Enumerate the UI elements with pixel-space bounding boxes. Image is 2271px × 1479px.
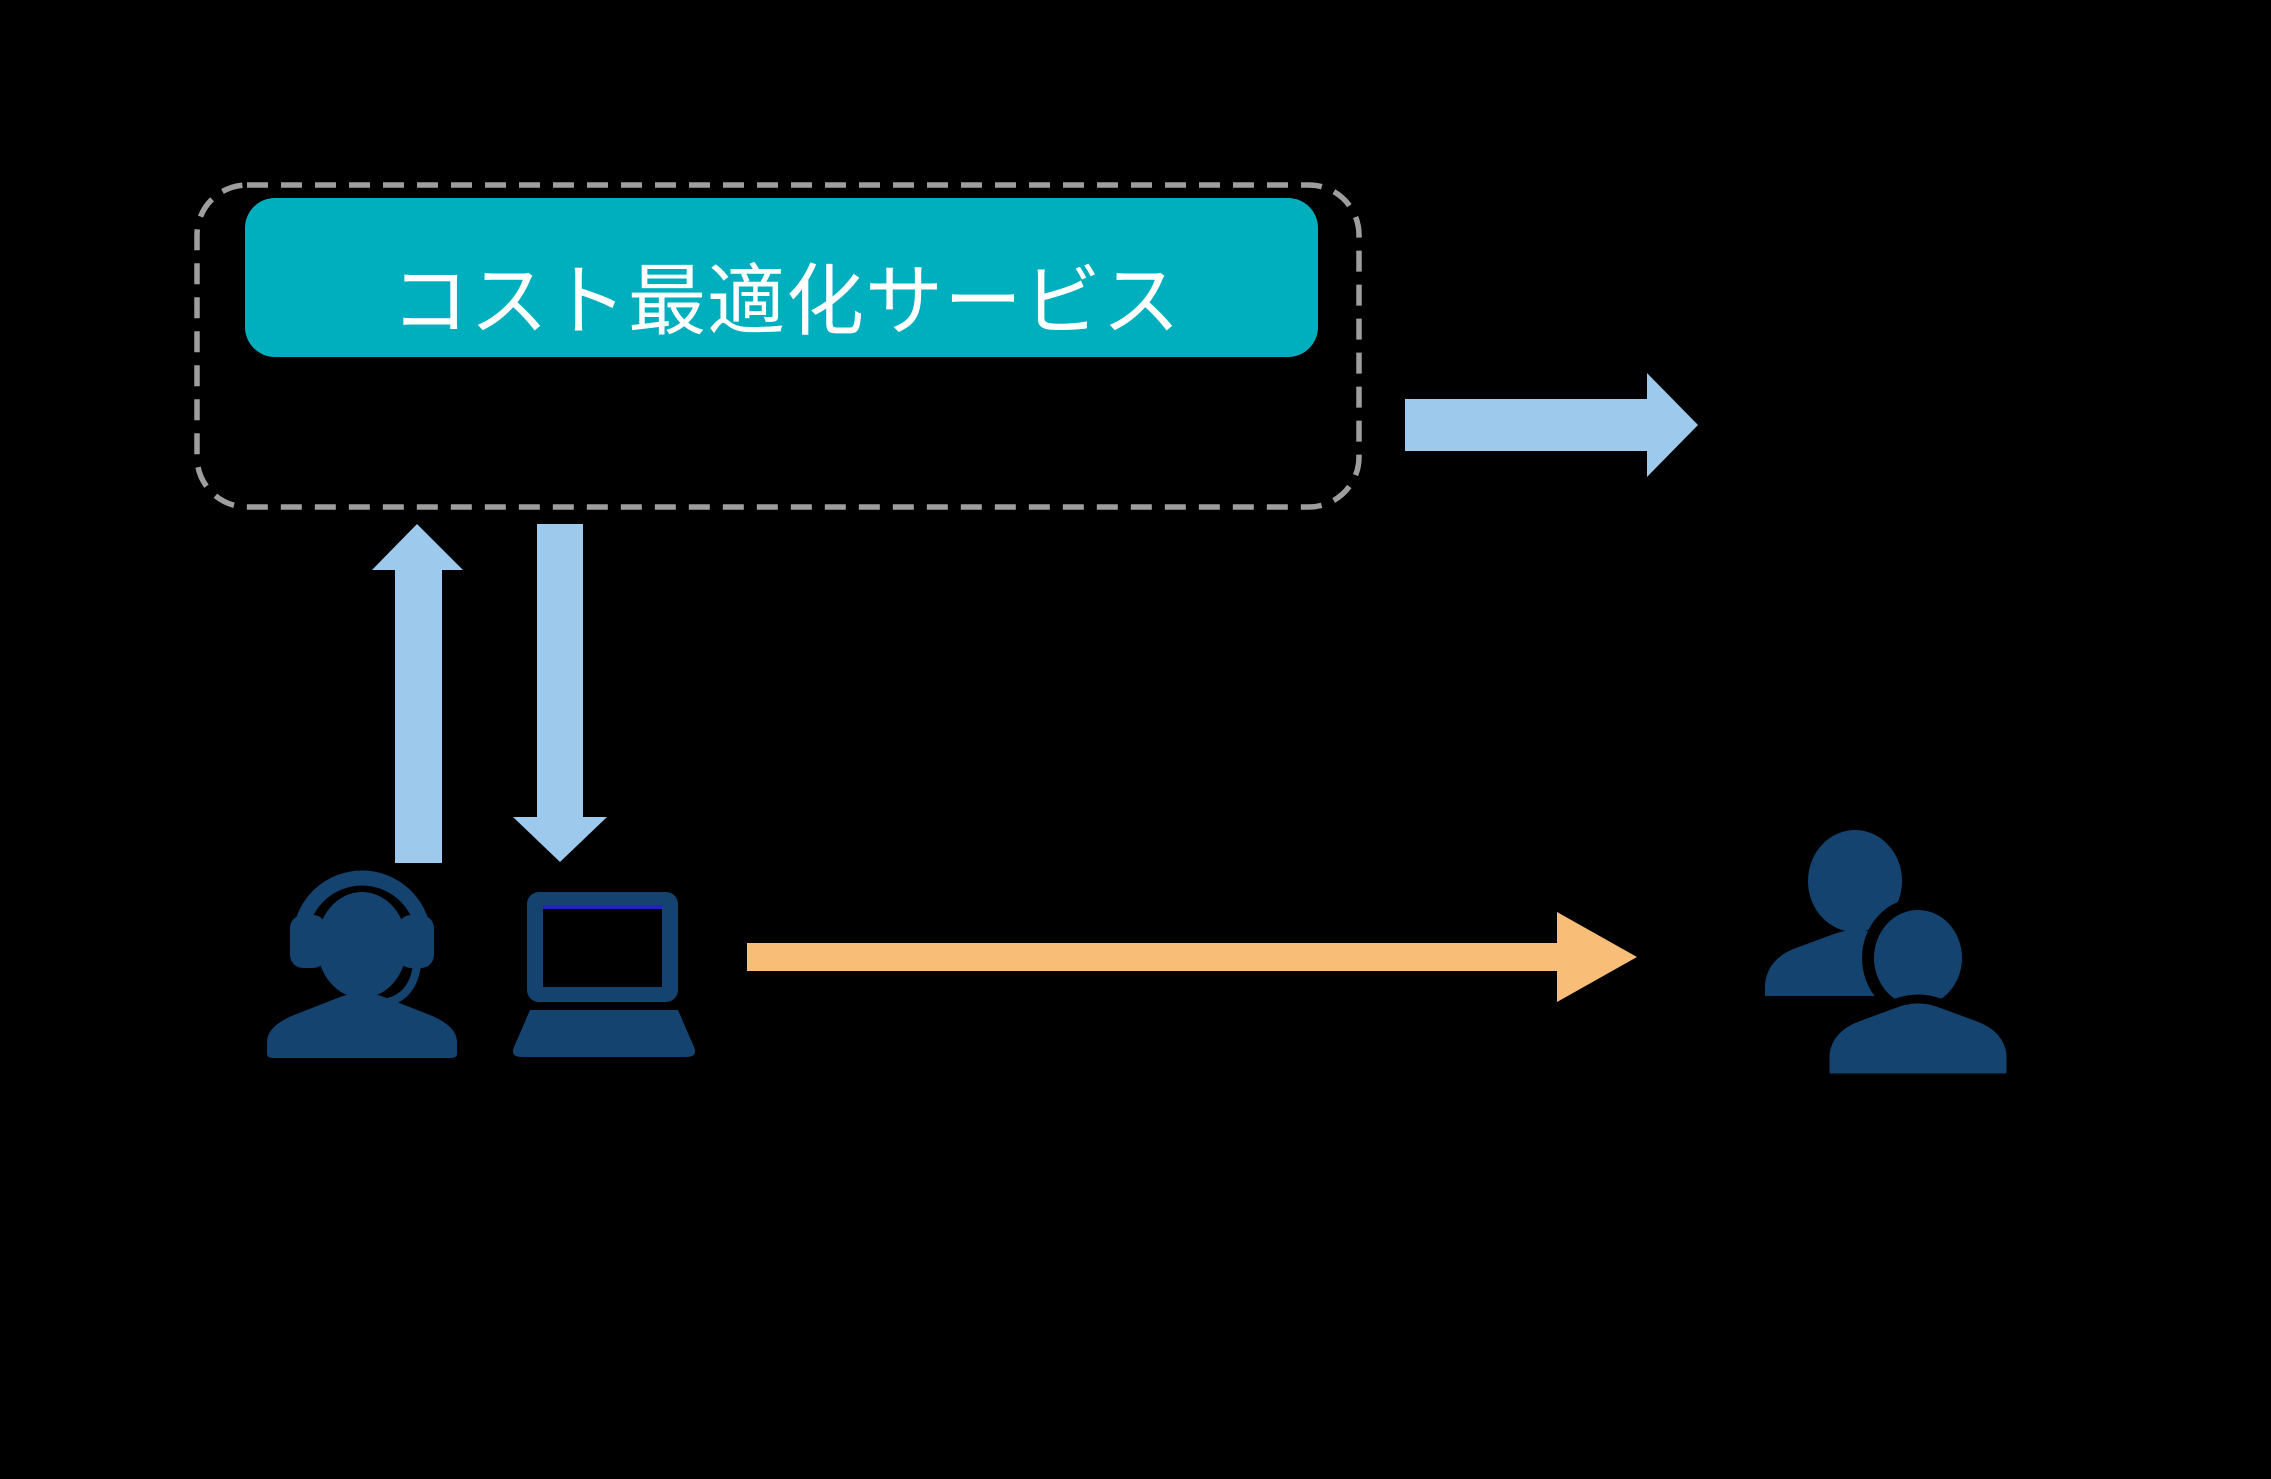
agent-head bbox=[317, 892, 407, 998]
laptop-screen-top-line bbox=[543, 905, 662, 909]
person-front-torso bbox=[1820, 994, 2016, 1083]
headset-earcup-left bbox=[290, 915, 326, 968]
headset-person-icon bbox=[267, 870, 457, 1058]
headset-earcup-right bbox=[398, 915, 434, 968]
service-label-box bbox=[245, 198, 1318, 357]
laptop-base bbox=[513, 1010, 695, 1057]
laptop-icon bbox=[513, 892, 695, 1057]
arrow-right-icon bbox=[1405, 373, 1698, 477]
laptop-screen bbox=[543, 907, 662, 987]
service-label: コスト最適化サービス bbox=[391, 257, 1181, 347]
people-group-icon bbox=[1765, 830, 2016, 1083]
headset-band bbox=[292, 870, 432, 941]
arrow-orange-right-icon bbox=[747, 912, 1637, 1002]
arrow-up-icon bbox=[372, 524, 463, 863]
service-boundary-dashed-box bbox=[194, 182, 1362, 510]
agent-torso bbox=[267, 993, 457, 1058]
arrow-down-icon bbox=[513, 524, 607, 862]
person-back-head bbox=[1808, 830, 1902, 932]
